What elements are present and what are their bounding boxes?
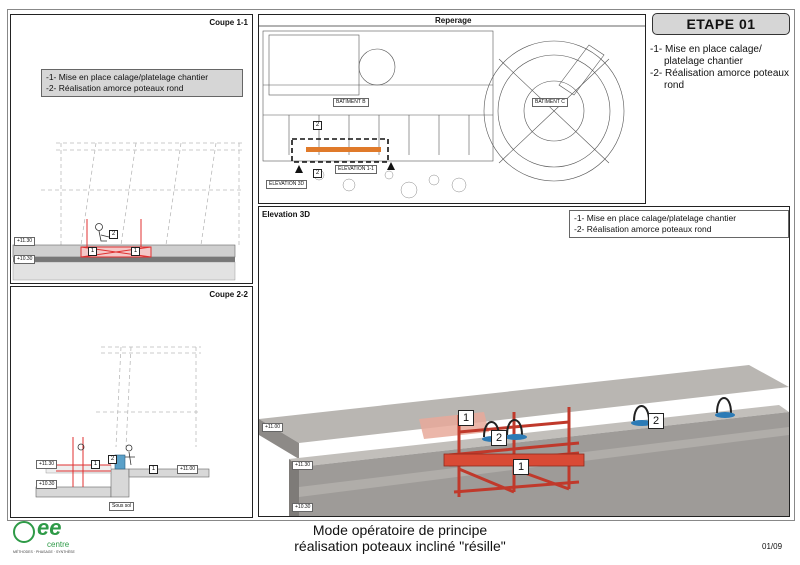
level-tag: +11.30: [36, 460, 58, 469]
level-tag: +10.30: [14, 255, 36, 264]
reperage-panel: Reperage: [258, 14, 646, 204]
marker-tag: 2: [109, 230, 118, 239]
logo: ee centre MÉTHODES · PHASAGE · SYNTHÈSE: [13, 515, 85, 559]
marker-tag: 2: [648, 413, 664, 429]
level-tag: +10.30: [36, 480, 58, 489]
marker-tag: 2: [491, 430, 507, 446]
level-tag: +11.30: [292, 461, 314, 470]
elevation-3d-label: ELEVATION 3D: [266, 180, 308, 189]
elevation-3d-title: Elevation 3D: [262, 210, 311, 219]
batiment-c-label: BATIMENT C: [532, 98, 568, 107]
logo-circle-icon: [13, 521, 35, 543]
coupe-1-1-title: Coupe 1-1: [209, 18, 248, 27]
coupe-1-1-panel: Coupe 1-1 -1- Mise en place calage/plate…: [10, 14, 253, 284]
level-tag: +11.00: [262, 423, 284, 432]
note-1: -1- Mise en place calage/platelage chant…: [46, 72, 209, 82]
page-number: 01/09: [762, 542, 783, 551]
level-tag: +10.30: [292, 503, 314, 512]
elevation-1-1-label: ELEVATION 1-1: [335, 165, 377, 174]
note-1: -1- Mise en place calage/platelage chant…: [574, 213, 737, 223]
sous-sol-label: Sous sol: [109, 502, 135, 511]
elevation-3d-notes: -1- Mise en place calage/platelage chant…: [569, 210, 789, 238]
note-2: -2- Réalisation amorce poteaux rond: [574, 224, 712, 234]
elevation-3d-render: [259, 365, 789, 516]
coupe-2-2-title: Coupe 2-2: [209, 290, 248, 299]
level-tag: +11.00: [177, 465, 199, 474]
elevation-3d-panel: Elevation 3D -1- Mise en place calage/pl…: [258, 206, 790, 517]
marker-tag: 1: [149, 465, 158, 474]
marker-tag: 1: [88, 247, 97, 256]
marker-tag: 2: [108, 455, 117, 464]
logo-letters: ee: [37, 515, 62, 540]
site-plan: [259, 25, 645, 199]
level-tag: +11.30: [14, 237, 36, 246]
batiment-b-label: BATIMENT B: [333, 98, 369, 107]
marker-tag: 1: [513, 459, 529, 475]
title-line-1: Mode opératoire de principe: [312, 522, 488, 538]
logo-subtitle: MÉTHODES · PHASAGE · SYNTHÈSE: [13, 550, 75, 554]
marker-tag: 2: [313, 169, 322, 178]
coupe-2-2-panel: Coupe 2-2 +11.30 +10.30 +11.00 1 2 1: [10, 286, 253, 518]
marker-tag: 2: [313, 121, 322, 130]
document-title: Mode opératoire de principe réalisation …: [200, 522, 600, 554]
marker-tag: 1: [131, 247, 140, 256]
title-line-2: réalisation poteaux incliné "résille": [294, 538, 506, 554]
etape-steps: -1- Mise en place calage/ platelage chan…: [650, 44, 790, 92]
marker-tag: 1: [91, 460, 100, 469]
sheet-frame: [7, 9, 795, 521]
reperage-title: Reperage: [435, 16, 472, 25]
step-1: -1- Mise en place calage/ platelage chan…: [650, 44, 762, 67]
coupe-2-2-drawing: [35, 346, 210, 498]
step-2: -2- Réalisation amorce poteaux rond: [650, 68, 789, 91]
note-2: -2- Réalisation amorce poteaux rond: [46, 83, 184, 93]
marker-tag: 1: [458, 410, 474, 426]
coupe-1-1-notes: -1- Mise en place calage/platelage chant…: [41, 69, 243, 97]
coupe-1-1-drawing: [12, 142, 243, 281]
etape-badge: ETAPE 01: [652, 13, 790, 35]
logo-word: centre: [47, 540, 70, 549]
